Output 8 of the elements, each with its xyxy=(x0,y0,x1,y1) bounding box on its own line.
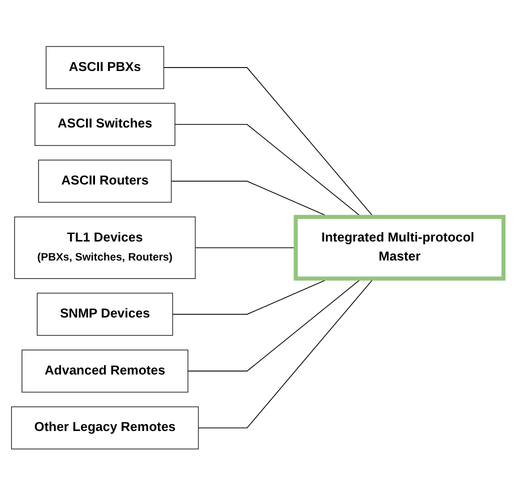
node-box: ASCII Switches xyxy=(34,102,176,146)
node-box: SNMP Devices xyxy=(36,292,174,336)
node-box: Advanced Remotes xyxy=(22,349,188,392)
node-box: Integrated Multi-protocol Master xyxy=(294,214,506,280)
node-box: ASCII Routers xyxy=(38,159,172,202)
node-box: Other Legacy Remotes xyxy=(11,406,199,450)
node-box: ASCII PBXs xyxy=(46,46,164,89)
node-box: TL1 Devices (PBXs, Switches, Routers) xyxy=(14,216,196,279)
